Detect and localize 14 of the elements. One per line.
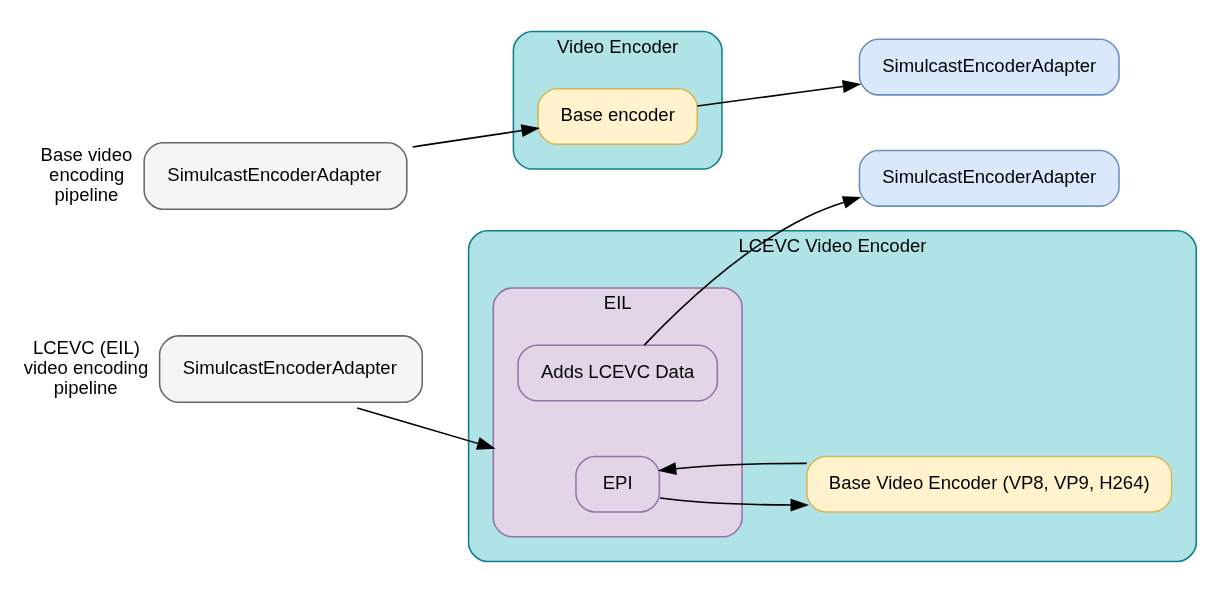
arrow <box>657 461 808 475</box>
arrow <box>356 406 496 450</box>
node-box: EPI <box>575 455 661 513</box>
node-box: SimulcastEncoderAdapter <box>858 149 1120 207</box>
node-label: Base video encoding pipeline <box>40 143 133 205</box>
arrow <box>411 123 540 148</box>
arrow <box>643 195 862 346</box>
node-box: SimulcastEncoderAdapter <box>858 38 1120 96</box>
node-label: LCEVC (EIL) video encoding pipeline <box>23 336 149 398</box>
arrow <box>696 79 862 107</box>
node-box: Base encoder <box>537 87 698 145</box>
node-box: Base Video Encoder (VP8, VP9, H264) <box>806 455 1173 513</box>
node-box: Adds LCEVC Data <box>517 343 719 402</box>
arrow <box>659 496 810 511</box>
